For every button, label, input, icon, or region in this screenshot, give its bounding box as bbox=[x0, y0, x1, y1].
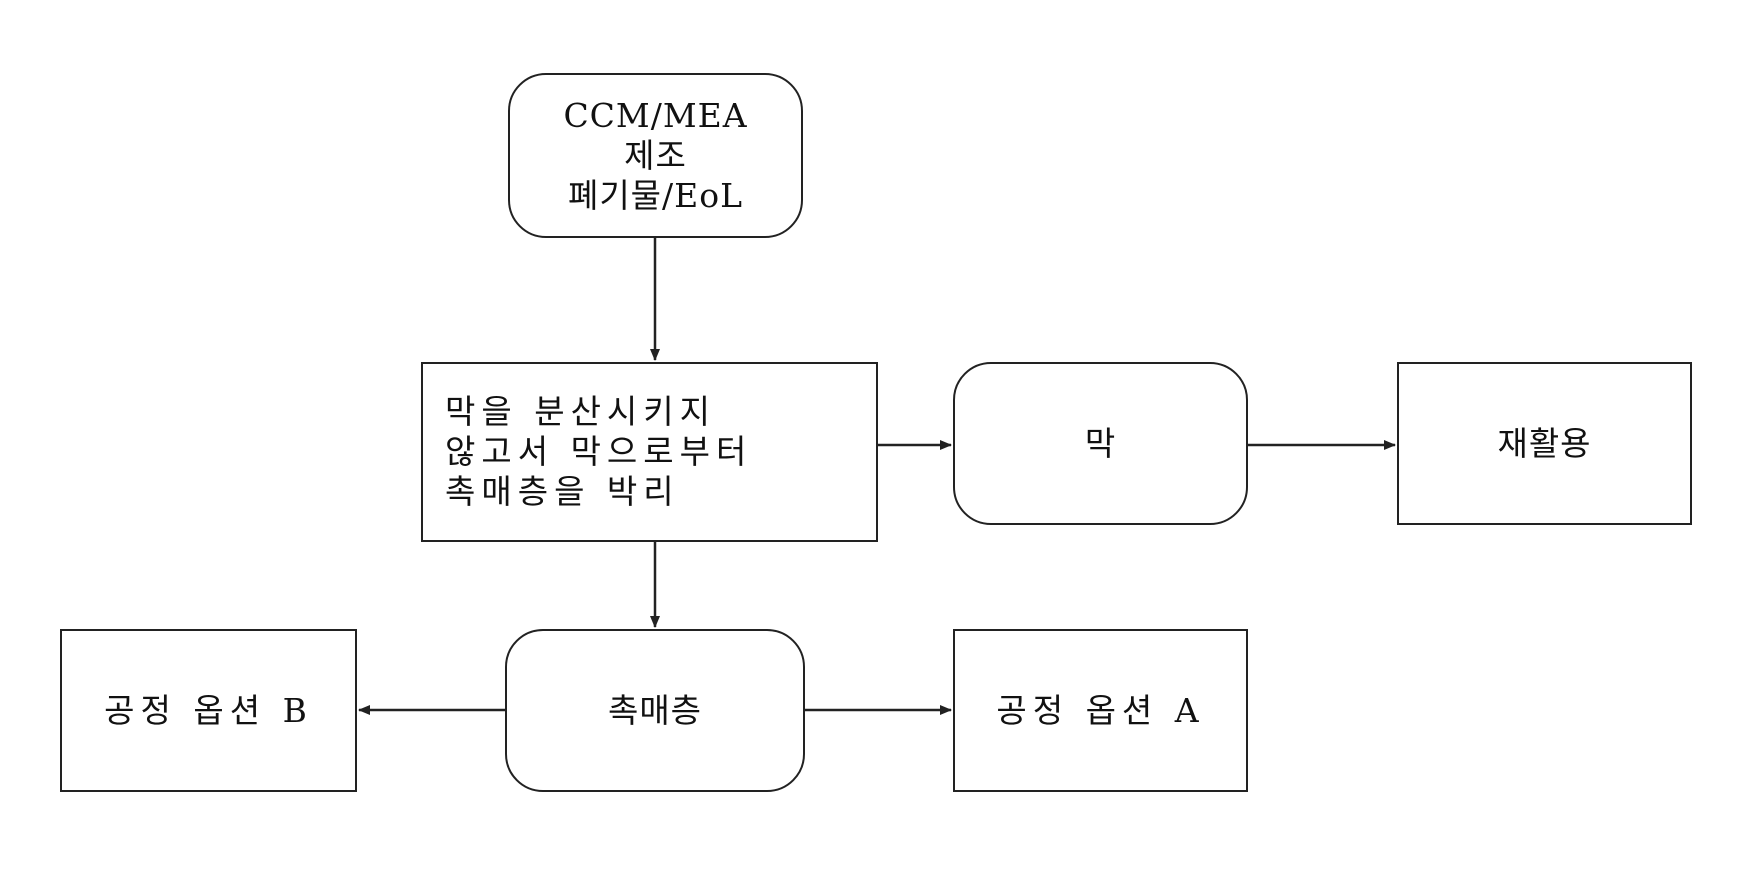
recycle-node-label: 재활용 bbox=[1497, 424, 1591, 464]
source-node: CCM/MEA 제조 폐기물/EoL bbox=[508, 73, 803, 238]
separation-step-node: 막을 분산시키지 않고서 막으로부터 촉매층을 박리 bbox=[421, 362, 878, 542]
process-option-b-label: 공정 옵션 B bbox=[104, 691, 313, 731]
process-option-a-label: 공정 옵션 A bbox=[996, 691, 1204, 731]
separation-step-label: 막을 분산시키지 않고서 막으로부터 촉매층을 박리 bbox=[445, 392, 752, 512]
catalyst-layer-label: 촉매층 bbox=[608, 691, 702, 731]
source-node-label: CCM/MEA 제조 폐기물/EoL bbox=[563, 96, 747, 216]
process-option-b-node: 공정 옵션 B bbox=[60, 629, 357, 792]
catalyst-layer-node: 촉매층 bbox=[505, 629, 805, 792]
membrane-node-label: 막 bbox=[1085, 424, 1116, 464]
membrane-node: 막 bbox=[953, 362, 1248, 525]
recycle-node: 재활용 bbox=[1397, 362, 1692, 525]
process-option-a-node: 공정 옵션 A bbox=[953, 629, 1248, 792]
